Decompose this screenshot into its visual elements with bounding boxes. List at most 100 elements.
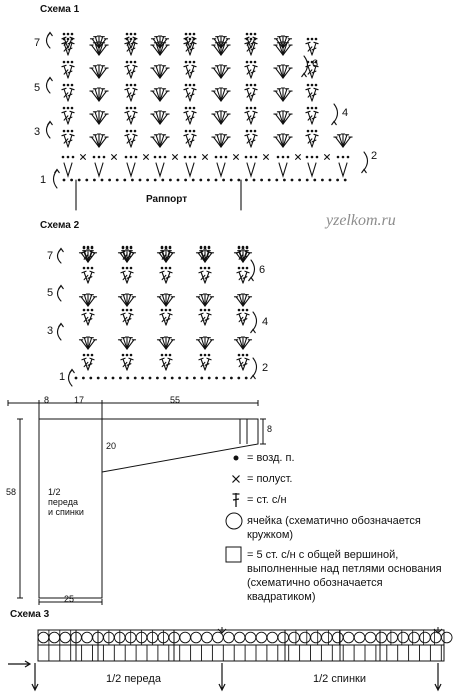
chain-dot-icon	[241, 353, 245, 357]
mesh-circle-icon	[244, 631, 257, 644]
dim-top-17: 17	[74, 395, 85, 405]
double-crochet-icon	[198, 357, 206, 371]
double-crochet-icon	[87, 312, 95, 326]
fan-stitch-icon	[91, 38, 100, 49]
chain-dot-icon	[141, 376, 145, 380]
schema1-diagram	[45, 31, 369, 211]
fan-stitch-icon	[278, 42, 284, 56]
fan-stitch-icon	[282, 67, 292, 79]
chain-dot-icon	[245, 32, 249, 36]
chain-dot-icon	[214, 178, 218, 182]
fan-stitch-icon	[159, 134, 165, 148]
repeat-bracket	[75, 179, 242, 211]
chain-dot-icon	[310, 129, 314, 133]
double-crochet-icon	[159, 250, 167, 263]
circle-icon	[225, 512, 243, 530]
fan-stitch-icon	[282, 88, 288, 102]
fan-stitch-icon	[155, 42, 161, 56]
chain-dot-icon	[188, 60, 192, 64]
legend-slip-text: = полуст.	[247, 473, 293, 485]
double-crochet-icon	[250, 110, 258, 125]
fan-stitch-icon	[275, 38, 284, 49]
double-crochet-icon	[124, 87, 132, 102]
fan-stitch-icon	[151, 136, 161, 148]
chain-dot-icon	[86, 266, 90, 270]
fan-stitch-icon	[282, 36, 288, 49]
chain-dot-icon	[249, 83, 253, 87]
left-down-arrow-icon	[31, 663, 39, 692]
schema3-label-back: 1/2 спинки	[313, 673, 366, 685]
chain-dot-icon	[192, 129, 196, 133]
fan-stitch-icon	[334, 136, 344, 148]
chain-dot-icon	[161, 178, 165, 182]
chain-dot-icon	[131, 178, 134, 182]
mesh-circle-icon	[190, 631, 202, 644]
mesh-circle-icon	[81, 631, 93, 644]
chain-dot-icon	[192, 32, 196, 36]
chain-dot-icon	[249, 32, 253, 36]
double-crochet-icon	[130, 41, 138, 56]
double-crochet-icon	[189, 64, 197, 79]
fan-stitch-icon	[274, 67, 284, 79]
chain-dot-icon	[290, 178, 294, 182]
double-crochet-icon	[165, 357, 173, 371]
chain-dot-icon	[125, 32, 129, 36]
fan-stitch-icon	[216, 88, 222, 102]
fan-stitch-icon	[216, 134, 222, 148]
fan-stitch-icon	[220, 88, 226, 102]
chain-dot-icon	[230, 376, 233, 380]
schema1-row-1-label: 1	[40, 174, 47, 186]
fan-stitch-icon	[238, 294, 244, 307]
chain-dot-icon	[298, 178, 301, 182]
fan-stitch-icon	[274, 113, 284, 125]
double-crochet-icon	[250, 133, 258, 148]
chain-dot-icon	[244, 155, 248, 159]
chain-dot-icon	[170, 376, 174, 380]
fan-stitch-icon	[98, 36, 104, 49]
fan-stitch-icon	[90, 90, 100, 102]
pattern-label-2: переда	[48, 497, 78, 507]
fan-stitch-icon	[94, 36, 100, 49]
fan-stitch-icon	[204, 294, 210, 307]
mesh-circle-icon	[37, 631, 50, 644]
chain-dot-icon	[66, 32, 70, 36]
chain-dot-icon	[310, 37, 314, 41]
chain-dot-icon	[321, 178, 324, 182]
chain-dot-icon	[97, 155, 101, 159]
chain-dot-icon	[90, 353, 94, 357]
double-crochet-icon	[250, 36, 258, 49]
fan-stitch-icon	[204, 296, 213, 307]
double-crochet-icon	[204, 270, 212, 284]
mesh-circle-icon	[59, 631, 72, 644]
chain-dot-icon	[219, 155, 223, 159]
double-crochet-icon	[242, 270, 250, 284]
fan-stitch-icon	[165, 337, 171, 350]
fan-stitch-icon	[98, 88, 104, 102]
double-crochet-icon	[61, 110, 69, 125]
watermark: yzelkom.ru	[326, 212, 396, 229]
fan-stitch-icon	[159, 88, 165, 102]
schema3-diagram	[8, 627, 453, 692]
fan-stitch-icon	[212, 44, 222, 56]
chain-dot-icon	[125, 60, 129, 64]
fan-stitch-icon	[242, 296, 251, 307]
chain-dot-icon	[160, 308, 164, 312]
fan-stitch-icon	[278, 36, 284, 49]
slip-stitch-cross-icon	[80, 154, 86, 160]
mesh-circle-icon	[48, 631, 61, 644]
legend-circle-text: ячейка (схематично обозначается кружком)	[247, 515, 421, 541]
fan-stitch-icon	[98, 65, 104, 79]
double-crochet-icon	[61, 133, 69, 148]
fan-stitch-icon	[98, 44, 108, 56]
chain-dot-icon	[343, 178, 347, 182]
mesh-circle-icon	[212, 631, 224, 644]
chain-connector-icon	[338, 162, 348, 178]
schema3-label-front: 1/2 переда	[106, 673, 161, 685]
mesh-circle-icon	[375, 631, 388, 644]
chain-dot-icon	[237, 308, 241, 312]
double-crochet-icon	[204, 250, 212, 263]
chain-dot-icon	[82, 308, 86, 312]
double-crochet-icon	[183, 36, 191, 49]
chain-dot-icon	[178, 376, 182, 380]
chain-dot-icon	[111, 376, 115, 380]
